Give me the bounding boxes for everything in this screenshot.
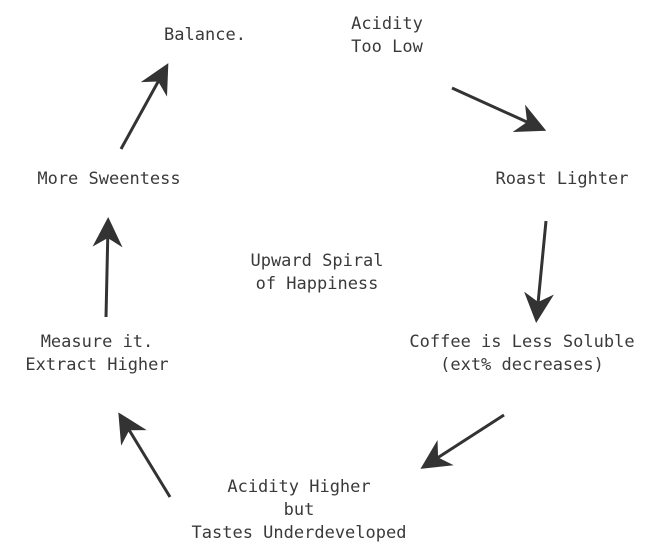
node-acidity-too-low-line-1: Acidity [351,14,423,34]
center-label-line-1: Upward Spiral [250,251,384,271]
node-acidity-higher-line-3: Tastes Underdeveloped [191,523,407,543]
node-less-soluble: Coffee is Less Soluble (ext% decreases) [409,331,634,377]
node-less-soluble-line-2: (ext% decreases) [440,355,604,375]
node-acidity-too-low-line-2: Too Low [351,37,423,57]
node-measure-extract-line-1: Measure it. [40,332,154,352]
center-label: Upward Spiral of Happiness [250,250,383,296]
node-balance-line-1: Balance. [164,25,246,45]
node-acidity-higher-line-2: but [283,500,315,520]
arrow-acidity-higher-to-measure [118,412,172,498]
node-more-sweetness: More Sweentess [37,168,180,191]
node-roast-lighter: Roast Lighter [495,168,628,191]
node-acidity-higher-line-1: Acidity Higher [227,477,371,497]
node-measure-extract: Measure it. Extract Higher [25,331,168,377]
center-label-line-2: of Happiness [255,274,379,294]
arrow-sweetness-to-balance [119,63,169,150]
node-more-sweetness-line-1: More Sweentess [37,169,181,189]
node-acidity-higher: Acidity Higher but Tastes Underdeveloped [192,476,407,545]
node-roast-lighter-line-1: Roast Lighter [495,169,629,189]
arrow-soluble-to-acidity-higher [420,413,505,469]
node-balance: Balance. [164,24,246,47]
node-measure-extract-line-2: Extract Higher [25,355,169,375]
node-acidity-too-low: Acidity Too Low [351,13,423,59]
node-less-soluble-line-1: Coffee is Less Soluble [409,332,635,352]
arrow-roast-to-soluble [524,220,554,323]
arrow-measure-to-sweetness [92,217,123,318]
arrow-acidity-to-roast [451,86,547,132]
